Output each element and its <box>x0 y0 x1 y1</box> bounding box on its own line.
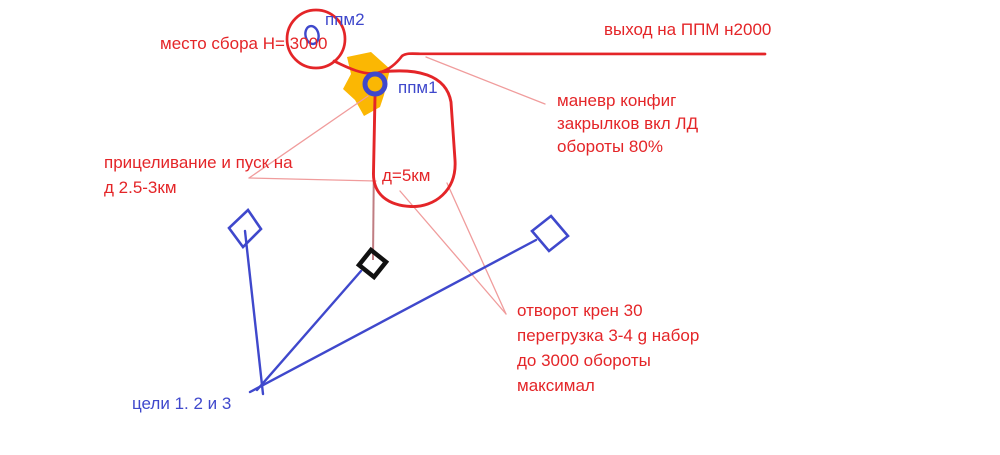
turn-note: отворот крен 30 перегрузка 3-4 g набор д… <box>517 301 700 395</box>
leader-line-turn-note-right <box>446 182 507 315</box>
ppm2-marker <box>304 24 320 46</box>
target-diamond-3 <box>530 214 570 253</box>
target-diamond-1 <box>227 208 263 249</box>
attack-line-target-2 <box>255 269 363 392</box>
route-exit-line <box>370 52 767 75</box>
attack-line-target-3 <box>248 238 538 394</box>
ppm1-marker <box>362 71 388 97</box>
racetrack-loop <box>372 69 457 208</box>
leader-line-maneuver-note <box>425 56 546 105</box>
target-diamond-2-black <box>355 246 390 281</box>
aiming-note: прицеливание и пуск на д 2.5-3км <box>104 153 293 197</box>
leader-line-aiming-to-loop <box>248 177 377 182</box>
assembly-point-label: место сбора Н= 3000 <box>160 34 328 53</box>
leader-line-aiming-to-ppm1 <box>248 95 369 179</box>
maneuver-note: маневр конфиг закрылков вкл ЛД обороты 8… <box>557 91 699 156</box>
ppm1-label: ппм1 <box>398 78 438 97</box>
ppm2-orbit-circle <box>285 8 347 70</box>
leader-line-turn-note-left <box>399 190 507 315</box>
attack-line-target-1 <box>243 229 265 396</box>
targets-label: цели 1. 2 и 3 <box>132 394 232 413</box>
exit-waypoint-label: выход на ППМ н2000 <box>604 20 772 39</box>
distance-label: д=5км <box>382 166 431 185</box>
ppm2-label: ппм2 <box>325 10 365 29</box>
